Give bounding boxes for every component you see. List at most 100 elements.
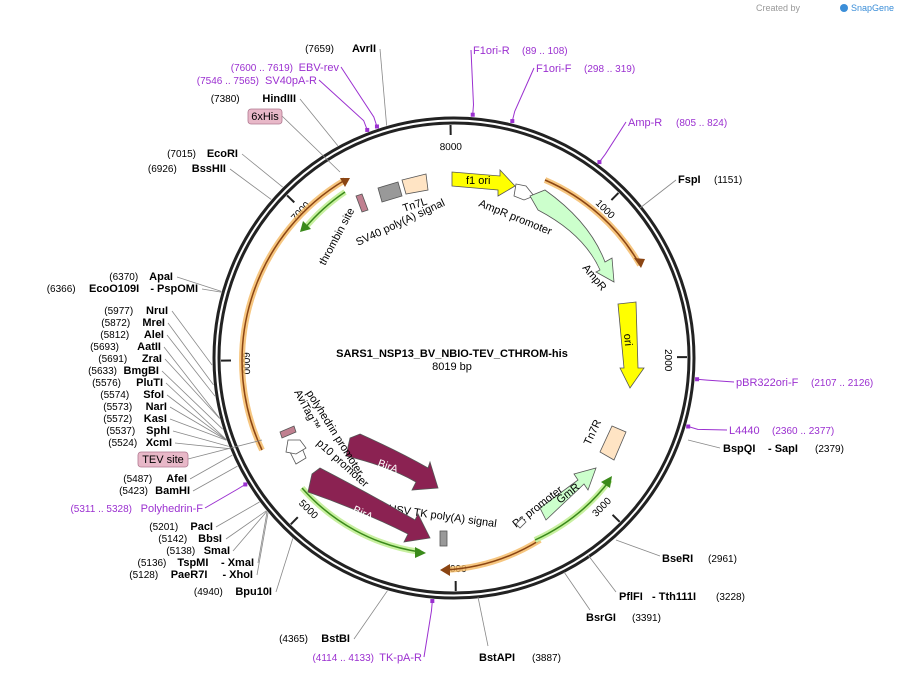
tick-5 xyxy=(290,516,299,525)
box-6xhis-label: 6xHis xyxy=(251,111,279,123)
orf-arc-gm-arrowhead xyxy=(440,564,450,576)
plasmid-size: 8019 bp xyxy=(432,361,472,373)
site-hindiii[interactable]: HindIII xyxy=(262,93,296,105)
primer-3[interactable]: Amp-R xyxy=(628,117,662,129)
orf-arc-left-arrowhead xyxy=(340,178,350,187)
feature-tn7l[interactable] xyxy=(401,173,429,195)
site-pflfi[interactable]: PflFI xyxy=(619,591,643,603)
primer-8[interactable]: SV40pA-R xyxy=(265,75,317,87)
box-tev-site[interactable] xyxy=(137,451,189,468)
feature-bira-2[interactable] xyxy=(307,467,431,543)
leader-sphi xyxy=(172,430,229,447)
leader-nari xyxy=(169,406,227,441)
site-paer7i-extra[interactable]: - XhoI xyxy=(222,569,253,581)
primer-6[interactable]: TK-pA-R xyxy=(379,652,422,664)
tick-label-6: 6000 xyxy=(240,352,251,375)
box-6xhis[interactable] xyxy=(247,108,283,125)
site-tspmi-extra[interactable]: - XmaI xyxy=(221,557,254,569)
leader-6xhis xyxy=(281,115,341,173)
site-bstapi[interactable]: BstAPI xyxy=(479,652,515,664)
feature-label-sv40-polya: SV40 poly(A) signal xyxy=(354,197,447,249)
site-aatii[interactable]: AatII xyxy=(137,341,161,353)
site-sphi[interactable]: SphI xyxy=(146,425,170,437)
feature-ampr-promoter[interactable] xyxy=(513,183,535,201)
site-sapi[interactable]: - SapI xyxy=(768,443,798,455)
site-zrai[interactable]: ZraI xyxy=(142,353,162,365)
site-pluti-pos: (5576) xyxy=(92,378,121,389)
site-fspi[interactable]: FspI xyxy=(678,174,701,186)
site-ecoo109i[interactable]: EcoO109I xyxy=(89,283,139,295)
feature-gmr[interactable] xyxy=(539,467,597,521)
primer-2[interactable]: F1ori-F xyxy=(536,63,572,75)
feature-ori[interactable] xyxy=(617,301,645,389)
site-alei[interactable]: AleI xyxy=(144,329,164,341)
site-bamhi[interactable]: BamHI xyxy=(155,485,190,497)
site-bstbi[interactable]: BstBI xyxy=(321,633,350,645)
primer-1[interactable]: F1ori-R xyxy=(473,45,510,57)
site-bsrgi[interactable]: BsrGI xyxy=(586,612,616,624)
leader-bstapi xyxy=(477,596,489,647)
site-ecori[interactable]: EcoRI xyxy=(207,148,238,160)
site-bmgbi[interactable]: BmgBI xyxy=(124,365,159,377)
credit-brand: SnapGene xyxy=(851,3,894,13)
feature-polyhedrin-promoter[interactable] xyxy=(285,439,307,455)
site-sfoi[interactable]: SfoI xyxy=(143,389,164,401)
feature-label-f1-ori: f1 ori xyxy=(466,175,490,187)
leader-hindiii xyxy=(299,98,339,146)
site-bspqi[interactable]: BspQI xyxy=(723,443,755,455)
orf-arc-gm-line xyxy=(444,539,541,571)
feature-sv40-polya[interactable] xyxy=(377,181,403,203)
leader-aatii xyxy=(163,346,220,419)
site-tspmi[interactable]: TspMI xyxy=(177,557,208,569)
site-pluti[interactable]: PluTI xyxy=(136,377,163,389)
site-smai[interactable]: SmaI xyxy=(204,545,230,557)
feature-bira-1[interactable] xyxy=(345,433,439,491)
feature-avitag[interactable] xyxy=(279,425,297,439)
leader-bamhi xyxy=(192,465,238,492)
primer-leader-3 xyxy=(599,121,627,163)
site-kasi[interactable]: KasI xyxy=(144,413,167,425)
site-bsrgi-pos: (3391) xyxy=(632,613,661,624)
feature-hsv-tk-polya[interactable] xyxy=(439,530,448,547)
site-zrai-pos: (5691) xyxy=(98,354,127,365)
site-nari[interactable]: NarI xyxy=(146,401,167,413)
leader-pflfi xyxy=(587,554,617,593)
primer-1-range: (89 .. 108) xyxy=(522,46,568,57)
sites-left: AvrII(7659)HindIII(7380)EcoRI(7015)BssHI… xyxy=(47,43,388,645)
primer-7-range: (5311 .. 5328) xyxy=(70,504,132,515)
site-afei-pos: (5487) xyxy=(123,474,152,485)
site-bbsi[interactable]: BbsI xyxy=(198,533,222,545)
site-mrei[interactable]: MreI xyxy=(142,317,165,329)
site-avrii[interactable]: AvrII xyxy=(352,43,376,55)
leader-tspmi xyxy=(257,511,268,564)
site-afei[interactable]: AfeI xyxy=(166,473,187,485)
site-nari-pos: (5573) xyxy=(103,402,132,413)
site-xcmi[interactable]: XcmI xyxy=(146,437,172,449)
feature-ampr[interactable] xyxy=(529,189,615,283)
primer-9[interactable]: EBV-rev xyxy=(299,62,340,74)
boxed-features: 6xHis TEV site xyxy=(137,108,341,468)
site-nrui[interactable]: NruI xyxy=(146,305,168,317)
primer-mark-1 xyxy=(470,112,475,117)
site-tth111i[interactable]: - Tth111I xyxy=(652,591,696,603)
tick-3 xyxy=(611,514,621,523)
feature-label-thrombin-site: thrombin site xyxy=(317,206,357,267)
feature-tn7r[interactable] xyxy=(599,425,627,461)
site-paci[interactable]: PacI xyxy=(190,521,213,533)
tick-7 xyxy=(286,194,295,204)
primer-leader-6 xyxy=(423,600,433,658)
leader-kasi xyxy=(169,418,227,441)
site-paer7i[interactable]: PaeR7I xyxy=(171,569,208,581)
site-bpu10i[interactable]: Bpu10I xyxy=(235,586,272,598)
site-apai[interactable]: ApaI xyxy=(149,271,173,283)
primer-7[interactable]: Polyhedrin-F xyxy=(141,503,204,515)
site-ecoo109i-extra[interactable]: - PspOMI xyxy=(150,283,198,295)
site-bsshii[interactable]: BssHII xyxy=(192,163,226,175)
feature-thrombin-site[interactable] xyxy=(355,193,369,213)
leader-bpu10i xyxy=(275,538,294,593)
site-bseri[interactable]: BseRI xyxy=(662,553,693,565)
feature-pc-promoter[interactable] xyxy=(515,517,527,529)
primer-4[interactable]: pBR322ori-F xyxy=(736,377,799,389)
primer-5[interactable]: L4440 xyxy=(729,425,760,437)
feature-f1-ori[interactable] xyxy=(451,168,516,197)
